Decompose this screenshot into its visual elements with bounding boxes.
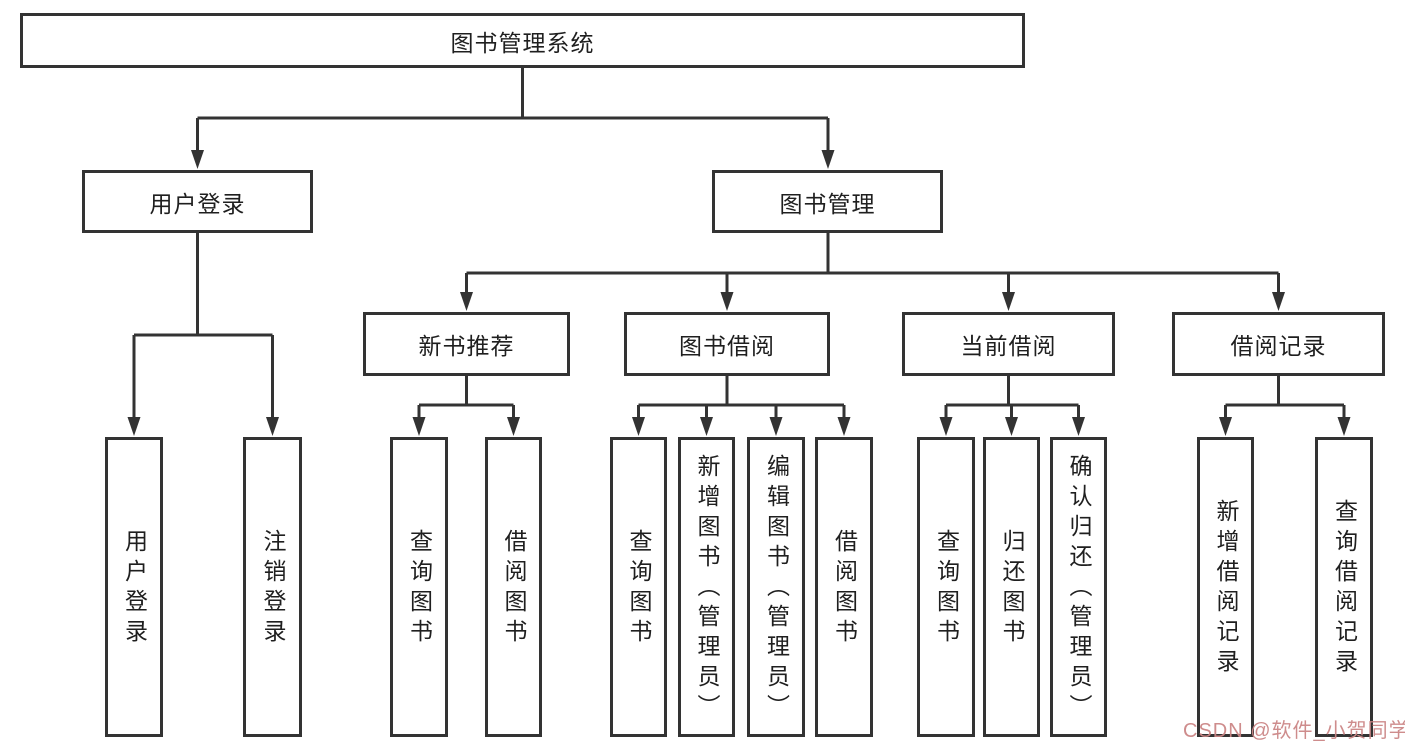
arrowhead bbox=[700, 417, 713, 436]
leaf-return-book: 归还图书 bbox=[983, 437, 1040, 737]
leaf-edit-book-admin: 编辑图书（管理员） bbox=[747, 437, 805, 737]
leaf-add-book-admin: 新增图书（管理员） bbox=[678, 437, 735, 737]
connector-borrow-record-children bbox=[1224, 376, 1346, 419]
arrowhead bbox=[939, 417, 953, 436]
arrowhead bbox=[632, 417, 645, 436]
node-new-book-recommend: 新书推荐 bbox=[363, 312, 570, 376]
node-book-borrow: 图书借阅 bbox=[624, 312, 830, 376]
arrowhead bbox=[1272, 292, 1285, 311]
node-current-borrow: 当前借阅 bbox=[902, 312, 1115, 376]
leaf-borrow-book: 借阅图书 bbox=[815, 437, 873, 737]
node-root-system: 图书管理系统 bbox=[20, 13, 1025, 68]
arrowhead bbox=[266, 417, 279, 436]
arrowhead bbox=[460, 292, 473, 311]
connector-book-borrow-children bbox=[637, 376, 846, 419]
arrowhead bbox=[769, 417, 783, 436]
arrowhead bbox=[412, 417, 426, 436]
arrowhead bbox=[127, 417, 141, 436]
leaf-query-borrow-record: 查询借阅记录 bbox=[1315, 437, 1373, 737]
arrowhead bbox=[1002, 292, 1015, 311]
arrowhead bbox=[191, 150, 204, 169]
leaf-query-book-current: 查询图书 bbox=[917, 437, 975, 737]
leaf-borrow-book-recommend: 借阅图书 bbox=[485, 437, 542, 737]
connector-root-to-level2 bbox=[196, 68, 830, 151]
connector-book-mgmt-children bbox=[465, 233, 1280, 294]
arrowhead bbox=[837, 417, 851, 436]
arrowhead bbox=[1219, 417, 1232, 436]
leaf-query-book-recommend: 查询图书 bbox=[390, 437, 448, 737]
connector-new-book-children bbox=[417, 376, 515, 419]
leaf-user-login: 用户登录 bbox=[105, 437, 163, 737]
arrowhead bbox=[720, 292, 734, 311]
node-borrow-record: 借阅记录 bbox=[1172, 312, 1385, 376]
arrowhead bbox=[1337, 417, 1351, 436]
arrowhead bbox=[1072, 417, 1085, 436]
arrowhead bbox=[507, 417, 520, 436]
node-book-management: 图书管理 bbox=[712, 170, 943, 233]
leaf-confirm-return-admin: 确认归还（管理员） bbox=[1050, 437, 1107, 737]
leaf-logout: 注销登录 bbox=[243, 437, 302, 737]
arrowhead bbox=[821, 150, 835, 169]
node-user-login: 用户登录 bbox=[82, 170, 313, 233]
leaf-query-book-borrow: 查询图书 bbox=[610, 437, 667, 737]
arrowhead bbox=[1005, 417, 1018, 436]
leaf-add-borrow-record: 新增借阅记录 bbox=[1197, 437, 1254, 737]
connector-user-login-children bbox=[132, 233, 274, 419]
connector-current-borrow-children bbox=[944, 376, 1080, 419]
